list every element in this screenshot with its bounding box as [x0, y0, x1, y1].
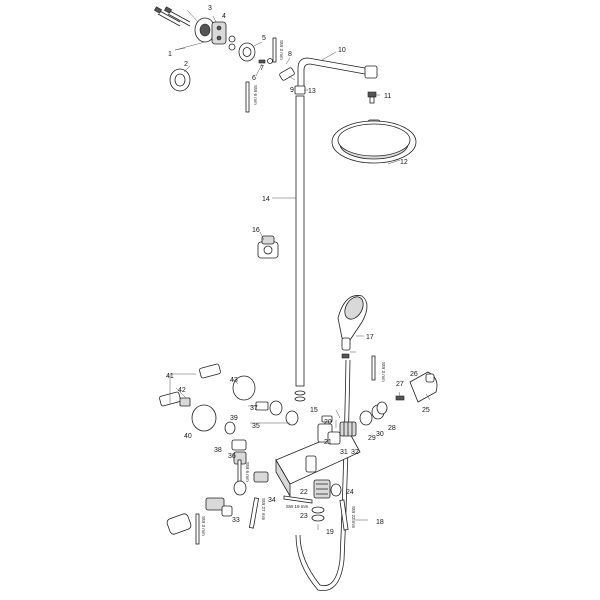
- cover-40: [191, 404, 217, 432]
- part-label-27: 27: [396, 381, 404, 388]
- leader-lines: [169, 9, 431, 530]
- cartridge-35-36: [231, 439, 247, 465]
- part-label-20: 20: [324, 419, 332, 426]
- part-label-39: 39: [230, 415, 238, 422]
- part-label-19: 19: [326, 529, 334, 536]
- screw-27: [395, 395, 405, 401]
- part-label-13: 13: [308, 88, 316, 95]
- wrench-sw22: SW 22 mm: [339, 499, 356, 531]
- part-label-1: 1: [168, 51, 172, 58]
- rain-shower-head: [331, 119, 417, 164]
- nut-28: [376, 401, 388, 415]
- riser-pipe: [294, 85, 306, 387]
- tool-label-sw19: SW 19 mm: [286, 504, 309, 509]
- riser-rings: [294, 390, 306, 402]
- tool-label-sw27: SW 27 mm: [261, 498, 266, 521]
- shaft-34: [233, 471, 269, 496]
- wall-screws: [153, 6, 191, 27]
- part-label-3: 3: [208, 5, 212, 12]
- part-label-28: 28: [388, 425, 396, 432]
- tool-label-sw3-bottom: SW 3 mm: [201, 516, 206, 536]
- part-label-22: 22: [300, 489, 308, 496]
- spout-21: [327, 431, 341, 445]
- cover-43: [232, 375, 256, 401]
- part-label-6: 6: [252, 75, 256, 82]
- part-label-9: 9: [290, 87, 294, 94]
- tool-label-sw22: SW 22 mm: [351, 506, 356, 529]
- part-label-24: 24: [346, 489, 354, 496]
- adapter-9: [279, 67, 295, 81]
- hand-shower: [337, 295, 368, 351]
- tool-label-sw6-left: SW 6 mm: [245, 462, 250, 482]
- diverter-22: [313, 479, 331, 499]
- part-label-8: 8: [288, 51, 292, 58]
- part-numbers: 1 2 3 4 5 6 7 8 9 10 11 12 13 14 15 16 1…: [166, 5, 430, 536]
- part-label-21: 21: [324, 439, 332, 446]
- cartridge-31: [339, 421, 357, 437]
- part-label-25: 25: [422, 407, 430, 414]
- connector-11: [367, 91, 377, 104]
- handle-33: [166, 497, 233, 535]
- ring-23: [311, 506, 325, 522]
- part-label-32: 32: [351, 449, 359, 456]
- part-label-11: 11: [384, 93, 391, 100]
- cap-26: [425, 373, 435, 383]
- part-label-26: 26: [410, 371, 418, 378]
- allen-key-sw3-right: SW 3 mm: [371, 355, 386, 382]
- part-label-38: 38: [214, 447, 222, 454]
- part-label-14: 14: [262, 196, 270, 203]
- part-label-17: 17: [366, 334, 374, 341]
- part-label-42: 42: [178, 387, 186, 394]
- small-fittings: [228, 35, 236, 51]
- part-label-2: 2: [184, 61, 188, 68]
- connector-11b: [341, 353, 350, 359]
- part-label-43: 43: [230, 377, 238, 384]
- part-label-40: 40: [184, 433, 192, 440]
- wall-bracket: [211, 21, 227, 45]
- shower-arm: [297, 57, 378, 86]
- tool-label-sw3-top: SW 3 mm: [279, 40, 284, 60]
- handle-20: [321, 415, 333, 423]
- connector-41-42: [159, 363, 221, 407]
- part-label-15: 15: [310, 407, 318, 414]
- part-label-12: 12: [400, 159, 408, 166]
- tool-label-sw3-right: SW 3 mm: [381, 362, 386, 382]
- tool-label-sw6-top: SW 6 mm: [253, 85, 258, 105]
- part-label-18: 18: [376, 519, 384, 526]
- ring-24: [330, 483, 342, 497]
- part-label-29: 29: [368, 435, 376, 442]
- part-label-34: 34: [268, 497, 276, 504]
- slider-16: [257, 235, 279, 259]
- part-label-36: 36: [228, 453, 236, 460]
- part-label-5: 5: [262, 35, 266, 42]
- allen-key-sw3-top: SW 3 mm: [272, 37, 284, 63]
- part-label-35: 35: [252, 423, 260, 430]
- wrench-sw19: SW 19 mm: [283, 495, 313, 509]
- part-label-31: 31: [340, 449, 348, 456]
- valve-37: [255, 400, 299, 426]
- allen-key-sw3-bottom: SW 3 mm: [195, 513, 206, 545]
- part-label-41: 41: [166, 373, 174, 380]
- escutcheon-2: [169, 68, 191, 92]
- cover-rosette: [238, 42, 256, 62]
- part-label-23: 23: [300, 513, 308, 520]
- part-label-33: 33: [232, 517, 240, 524]
- part-label-37: 37: [250, 405, 258, 412]
- ring-39: [224, 421, 236, 435]
- part-label-16: 16: [252, 227, 260, 234]
- wrench-sw27: SW 27 mm: [248, 497, 266, 529]
- part-label-4: 4: [222, 13, 226, 20]
- part-label-10: 10: [338, 47, 346, 54]
- part-label-7: 7: [260, 65, 264, 72]
- set-screw-6: [258, 58, 273, 64]
- allen-key-sw6-top: SW 6 mm: [245, 81, 258, 113]
- part-label-30: 30: [376, 431, 384, 438]
- ring-29: [359, 410, 373, 426]
